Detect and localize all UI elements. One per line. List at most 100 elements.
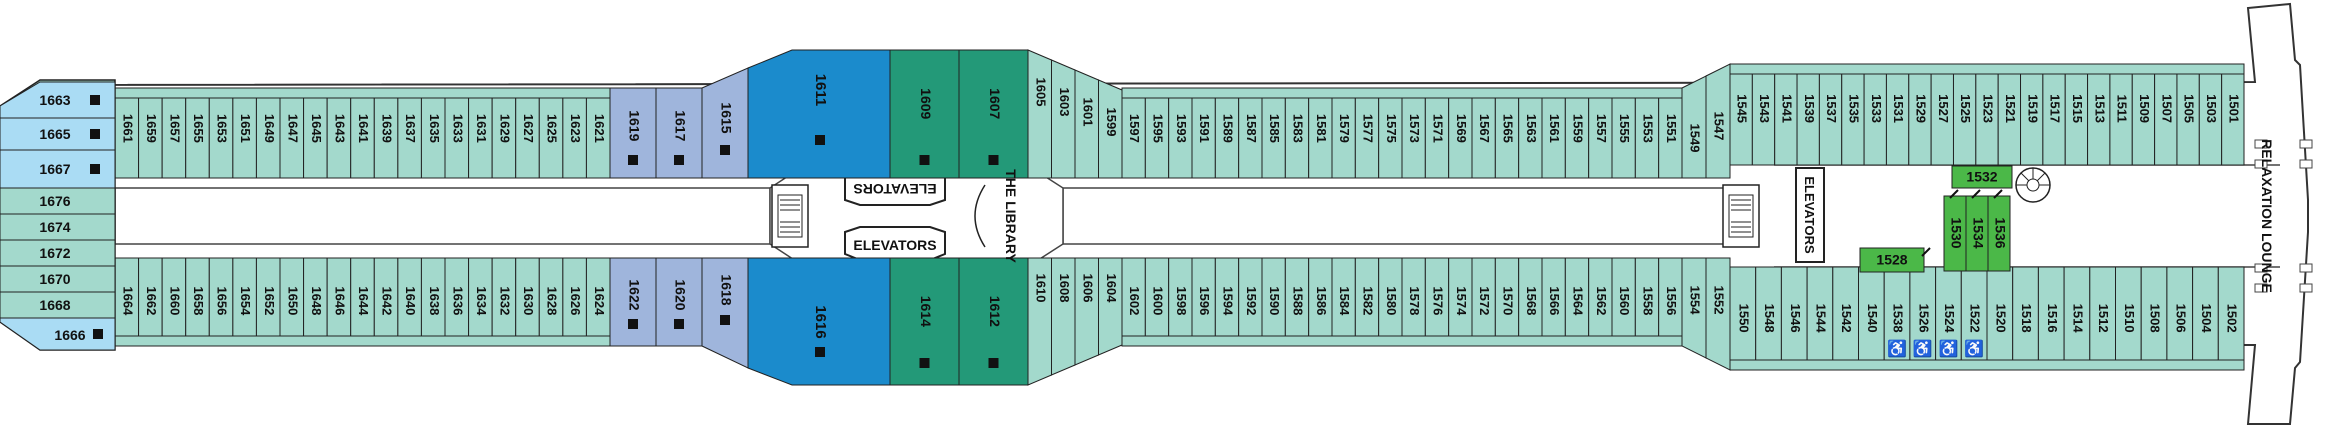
cabin-1658[interactable]: 1658 xyxy=(185,257,210,337)
cabin-1612[interactable]: 1612 xyxy=(958,257,1029,386)
cabin-1549[interactable]: 1549 xyxy=(1681,75,1707,179)
cabin-1584[interactable]: 1584 xyxy=(1331,257,1356,337)
cabin-1660[interactable]: 1660 xyxy=(161,257,187,337)
cabin-1595[interactable]: 1595 xyxy=(1144,97,1170,179)
cabin-1526[interactable]: 1526♿ xyxy=(1909,266,1937,361)
cabin-1615[interactable]: 1615 xyxy=(701,67,749,179)
cabin-1577[interactable]: 1577 xyxy=(1354,97,1380,179)
cabin-1597[interactable]: 1597 xyxy=(1121,97,1146,179)
cabin-1624[interactable]: 1624 xyxy=(585,257,611,337)
cabin-1611[interactable]: 1611 xyxy=(747,49,891,179)
cabin-1518[interactable]: 1518 xyxy=(2012,266,2039,361)
cabin-1511[interactable]: 1511 xyxy=(2109,73,2133,166)
cabin-1587[interactable]: 1587 xyxy=(1238,97,1263,179)
cabin-1529[interactable]: 1529 xyxy=(1908,73,1932,166)
cabin-1603[interactable]: 1603 xyxy=(1051,59,1076,179)
cabin-1653[interactable]: 1653 xyxy=(208,97,234,179)
cabin-1663[interactable]: 1663 xyxy=(0,81,116,119)
cabin-1517[interactable]: 1517 xyxy=(2042,73,2066,166)
cabin-1523[interactable]: 1523 xyxy=(1975,73,1999,166)
cabin-1576[interactable]: 1576 xyxy=(1424,257,1450,337)
cabin-1504[interactable]: 1504 xyxy=(2192,266,2219,361)
cabin-1535[interactable]: 1535 xyxy=(1841,73,1865,166)
cabin-1650[interactable]: 1650 xyxy=(279,257,305,337)
cabin-1569[interactable]: 1569 xyxy=(1448,97,1473,179)
cabin-1539[interactable]: 1539 xyxy=(1796,73,1820,166)
suite-1532[interactable]: 1532 xyxy=(1951,165,2013,189)
cabin-1657[interactable]: 1657 xyxy=(161,97,187,179)
cabin-1570[interactable]: 1570 xyxy=(1494,257,1520,337)
cabin-1522[interactable]: 1522♿ xyxy=(1960,266,1988,361)
cabin-1620[interactable]: 1620 xyxy=(655,257,703,347)
cabin-1561[interactable]: 1561 xyxy=(1541,97,1566,179)
cabin-1513[interactable]: 1513 xyxy=(2087,73,2111,166)
cabin-1574[interactable]: 1574 xyxy=(1448,257,1473,337)
cabin-1606[interactable]: 1606 xyxy=(1074,257,1099,366)
suite-1536[interactable]: 1536 xyxy=(1987,195,2011,272)
cabin-1501[interactable]: 1501 xyxy=(2221,73,2245,166)
cabin-1559[interactable]: 1559 xyxy=(1564,97,1590,179)
cabin-1557[interactable]: 1557 xyxy=(1588,97,1613,179)
cabin-1665[interactable]: 1665 xyxy=(0,117,116,151)
cabin-1585[interactable]: 1585 xyxy=(1261,97,1286,179)
cabin-1602[interactable]: 1602 xyxy=(1121,257,1146,337)
cabin-1519[interactable]: 1519 xyxy=(2020,73,2044,166)
cabin-1588[interactable]: 1588 xyxy=(1284,257,1310,337)
cabin-1648[interactable]: 1648 xyxy=(303,257,328,337)
cabin-1548[interactable]: 1548 xyxy=(1755,266,1782,361)
cabin-1647[interactable]: 1647 xyxy=(279,97,305,179)
cabin-1502[interactable]: 1502 xyxy=(2217,266,2245,361)
cabin-1630[interactable]: 1630 xyxy=(515,257,540,337)
cabin-1652[interactable]: 1652 xyxy=(255,257,281,337)
cabin-1600[interactable]: 1600 xyxy=(1144,257,1170,337)
cabin-1617[interactable]: 1617 xyxy=(655,87,703,179)
cabin-1550[interactable]: 1550 xyxy=(1729,266,1757,361)
cabin-1616[interactable]: 1616 xyxy=(747,257,891,386)
cabin-1632[interactable]: 1632 xyxy=(491,257,517,337)
cabin-1627[interactable]: 1627 xyxy=(515,97,540,179)
cabin-1644[interactable]: 1644 xyxy=(350,257,375,337)
cabin-1571[interactable]: 1571 xyxy=(1424,97,1450,179)
cabin-1563[interactable]: 1563 xyxy=(1518,97,1543,179)
cabin-1609[interactable]: 1609 xyxy=(889,49,960,179)
cabin-1601[interactable]: 1601 xyxy=(1074,69,1099,179)
cabin-1551[interactable]: 1551 xyxy=(1658,97,1683,179)
cabin-1676[interactable]: 1676 xyxy=(0,187,116,215)
cabin-1586[interactable]: 1586 xyxy=(1308,257,1333,337)
cabin-1643[interactable]: 1643 xyxy=(326,97,352,179)
cabin-1543[interactable]: 1543 xyxy=(1751,73,1776,166)
cabin-1593[interactable]: 1593 xyxy=(1168,97,1193,179)
cabin-1649[interactable]: 1649 xyxy=(255,97,281,179)
cabin-1541[interactable]: 1541 xyxy=(1774,73,1798,166)
cabin-1514[interactable]: 1514 xyxy=(2063,266,2091,361)
cabin-1599[interactable]: 1599 xyxy=(1098,79,1123,179)
cabin-1538[interactable]: 1538♿ xyxy=(1883,266,1911,361)
cabin-1567[interactable]: 1567 xyxy=(1471,97,1496,179)
cabin-1662[interactable]: 1662 xyxy=(138,257,163,337)
cabin-1512[interactable]: 1512 xyxy=(2089,266,2117,361)
cabin-1672[interactable]: 1672 xyxy=(0,239,116,267)
cabin-1639[interactable]: 1639 xyxy=(373,97,399,179)
cabin-1515[interactable]: 1515 xyxy=(2064,73,2089,166)
cabin-1520[interactable]: 1520 xyxy=(1986,266,2014,361)
cabin-1562[interactable]: 1562 xyxy=(1588,257,1613,337)
cabin-1542[interactable]: 1542 xyxy=(1832,266,1860,361)
cabin-1636[interactable]: 1636 xyxy=(444,257,470,337)
cabin-1510[interactable]: 1510 xyxy=(2115,266,2142,361)
cabin-1598[interactable]: 1598 xyxy=(1168,257,1193,337)
cabin-1524[interactable]: 1524♿ xyxy=(1935,266,1962,361)
cabin-1661[interactable]: 1661 xyxy=(114,97,140,179)
cabin-1664[interactable]: 1664 xyxy=(114,257,140,337)
cabin-1631[interactable]: 1631 xyxy=(468,97,493,179)
cabin-1566[interactable]: 1566 xyxy=(1541,257,1566,337)
cabin-1545[interactable]: 1545 xyxy=(1729,73,1753,166)
cabin-1578[interactable]: 1578 xyxy=(1401,257,1426,337)
cabin-1668[interactable]: 1668 xyxy=(0,291,116,319)
cabin-1516[interactable]: 1516 xyxy=(2037,266,2065,361)
cabin-1580[interactable]: 1580 xyxy=(1378,257,1403,337)
cabin-1670[interactable]: 1670 xyxy=(0,265,116,293)
cabin-1642[interactable]: 1642 xyxy=(373,257,399,337)
cabin-1634[interactable]: 1634 xyxy=(468,257,493,337)
cabin-1655[interactable]: 1655 xyxy=(185,97,210,179)
cabin-1605[interactable]: 1605 xyxy=(1027,49,1052,179)
